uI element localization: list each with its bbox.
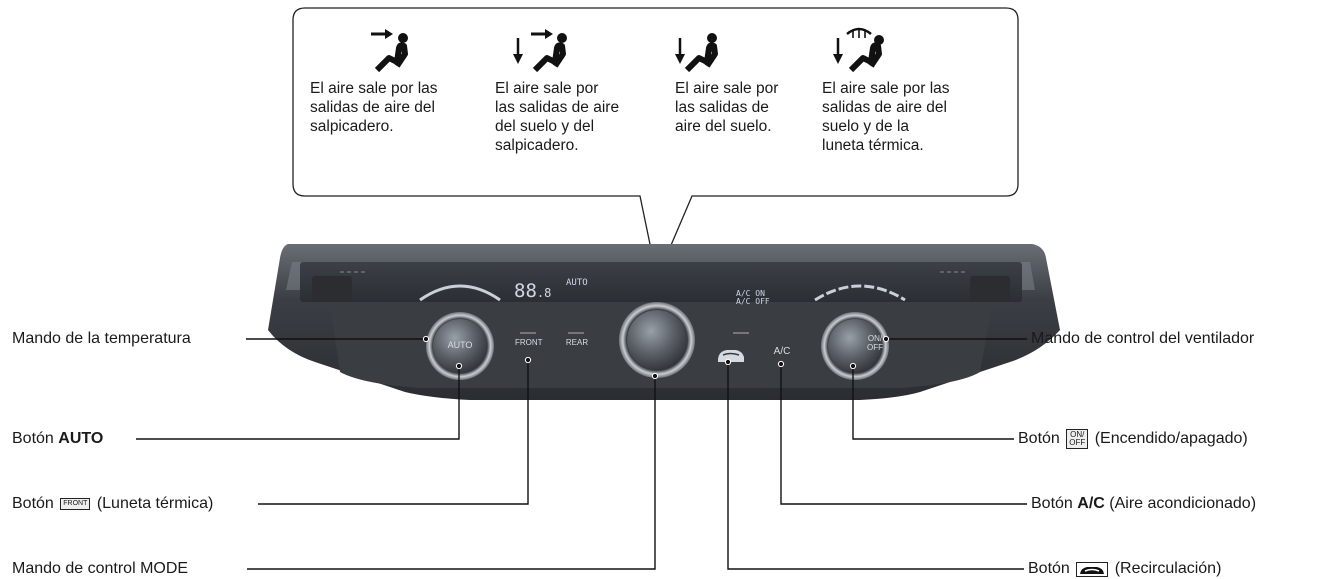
label-temperature-knob: Mando de la temperatura [12,330,191,347]
text-line: luneta térmica. [822,137,924,154]
mode-description-1: El aire sale por las salidas de aire del… [310,79,438,136]
text-line: las salidas de [675,99,769,116]
label-fan-onoff-button: Botón ON/OFF (Encendido/apagado) [1018,429,1248,449]
mode-description-3: El aire sale por las salidas de aire del… [675,79,778,136]
text-line: suelo y de la [822,118,910,135]
text-line: El aire sale por las [822,80,950,97]
left-seat-heater-area [312,276,352,302]
fan-onoff-icon: ON/OFF [1066,429,1089,449]
label-ac-button: Botón A/C (Aire acondicionado) [1031,495,1257,512]
fan-arc-indicator [814,284,906,302]
display-auto: AUTO [566,278,588,288]
mode-description-4: El aire sale por las salidas de aire del… [822,79,950,155]
text-line: salpicadero. [310,118,394,135]
front-defrost-label[interactable]: FRONT [515,338,543,347]
temp-arc-indicator [419,284,501,302]
text-line: salidas de aire del [310,99,435,116]
floor-dashboard-vent-mode-icon [513,29,567,73]
ac-button-label[interactable]: A/C [773,346,791,357]
floor-defrost-mode-icon [833,27,884,73]
fan-onoff-label[interactable]: ON/OFF [867,334,883,352]
text-line: las salidas de aire [495,99,620,116]
front-defrost-icon: FRONT [60,497,91,510]
text-line: salpicadero. [495,137,579,154]
text-line: El aire sale por [495,80,599,97]
text-line: del suelo y del [495,118,595,135]
recirculation-icon [1076,562,1109,578]
dashboard-vent-mode-icon [371,29,408,73]
mode-description-2: El aire sale por las salidas de aire del… [495,79,619,155]
label-fan-knob: Mando de control del ventilador [1031,330,1255,347]
callout-bubble [292,7,1019,281]
leader-lines [136,335,1027,570]
right-seat-heater-area [970,276,1010,302]
text-line: salidas de aire del [822,99,947,116]
display-temperature: 88.8 [514,280,552,302]
label-auto-button: Botón AUTO [12,430,104,447]
floor-vent-mode-icon [675,33,718,73]
text-line: El aire sale por las [310,80,438,97]
label-mode-knob: Mando de control MODE [12,560,189,577]
label-defrost-button: Botón FRONT (Luneta térmica) [12,495,214,512]
display-glass [300,262,1022,302]
recirculation-button-icon[interactable] [718,350,744,362]
label-recirculation-button: Botón (Recirculación) [1028,560,1222,578]
text-line: El aire sale por [675,80,779,97]
text-line: aire del suelo. [675,118,772,135]
rear-defrost-label[interactable]: REAR [565,338,589,347]
auto-button-label[interactable]: AUTO [447,340,473,350]
